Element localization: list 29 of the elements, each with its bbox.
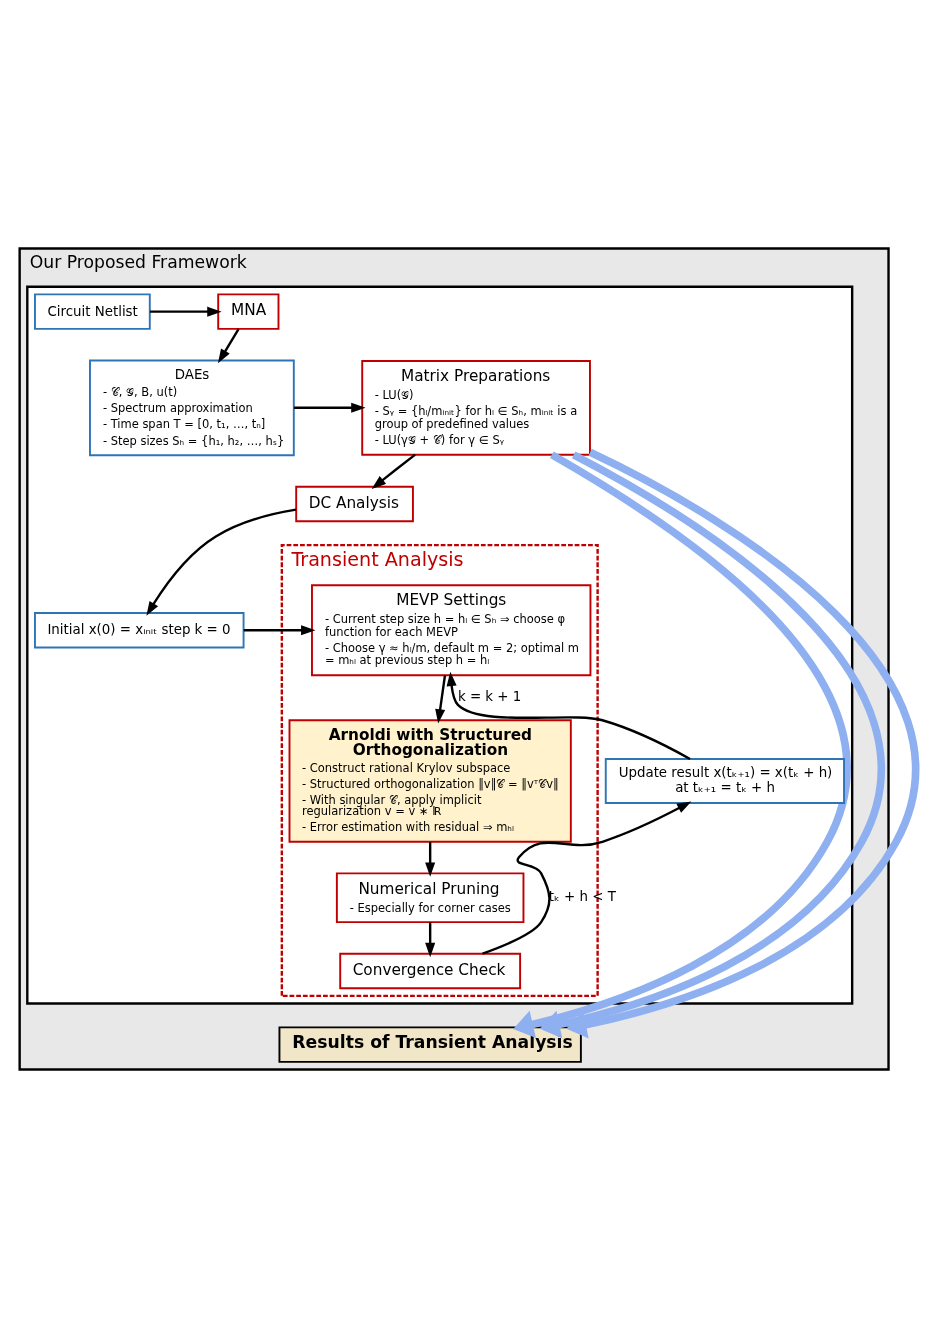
- arrow: [149, 306, 222, 317]
- cluster: [26, 285, 854, 1005]
- node-box: Update result x(tₖ₊₁) = x(tₖ + h) at tₖ₊₁ = tₖ + h: [604, 757, 845, 804]
- edge-label: k = k + 1: [457, 688, 522, 704]
- node-box: Numerical Pruning - Especially for corner cases: [335, 871, 525, 923]
- arrow: [539, 450, 885, 1038]
- node-box: MNA: [217, 292, 280, 330]
- node-box: Results of Transient Analysis: [278, 1025, 582, 1063]
- node-box: Circuit Netlist: [34, 292, 151, 330]
- node-box: Initial x(0) = xᵢₙᵢₜ step k = 0: [34, 611, 245, 648]
- node-box: Arnoldi with Structured Orthogonalization - Construct rational Krylov subspace - Structured orthogonalization ‖v‖𝒞 = ‖vᵀ𝒞v‖ - With singular 𝒞, apply implicit regularization v = v ∗ IR - Error estimation with residual ⇒ mₕₗ: [288, 718, 572, 843]
- node-box: Matrix Preparations - LU(𝒢) - Sᵧ = {hₗ/mᵢₙᵢₜ} for hₗ ∈ Sₕ, mᵢₙᵢₜ is a group of predefined values - LU(γ𝒢 + 𝒞) for γ ∈ Sᵧ: [361, 359, 591, 456]
- node-box: DC Analysis: [295, 485, 414, 522]
- arrow: [513, 451, 850, 1038]
- node-box: MEVP Settings - Current step size h = hₗ ∈ Sₕ ⇒ choose φ function for each MEVP - Choose γ ≈ hₗ/m, default m = 2; optimal m = mₕₗ at previous step h = hₗ: [311, 583, 592, 676]
- edge-label: tₖ + h < T: [548, 888, 616, 904]
- node-box: Convergence Check: [339, 952, 522, 989]
- arrow: [217, 327, 240, 363]
- arrow: [446, 671, 691, 760]
- arrow: [425, 841, 436, 877]
- arrow: [435, 674, 447, 724]
- arrow: [371, 453, 416, 489]
- arrow: [243, 624, 316, 635]
- arrow: [425, 921, 436, 957]
- arrow: [294, 402, 366, 413]
- arrow: [482, 800, 692, 955]
- node-box: DAEs - 𝒞, 𝒢, B, u(t) - Spectrum approximation - Time span T = [0, t₁, …, tₙ] - Step sizes Sₕ = {h₁, h₂, …, hₛ}: [89, 359, 295, 456]
- arrow: [566, 448, 920, 1039]
- arrow: [146, 508, 297, 616]
